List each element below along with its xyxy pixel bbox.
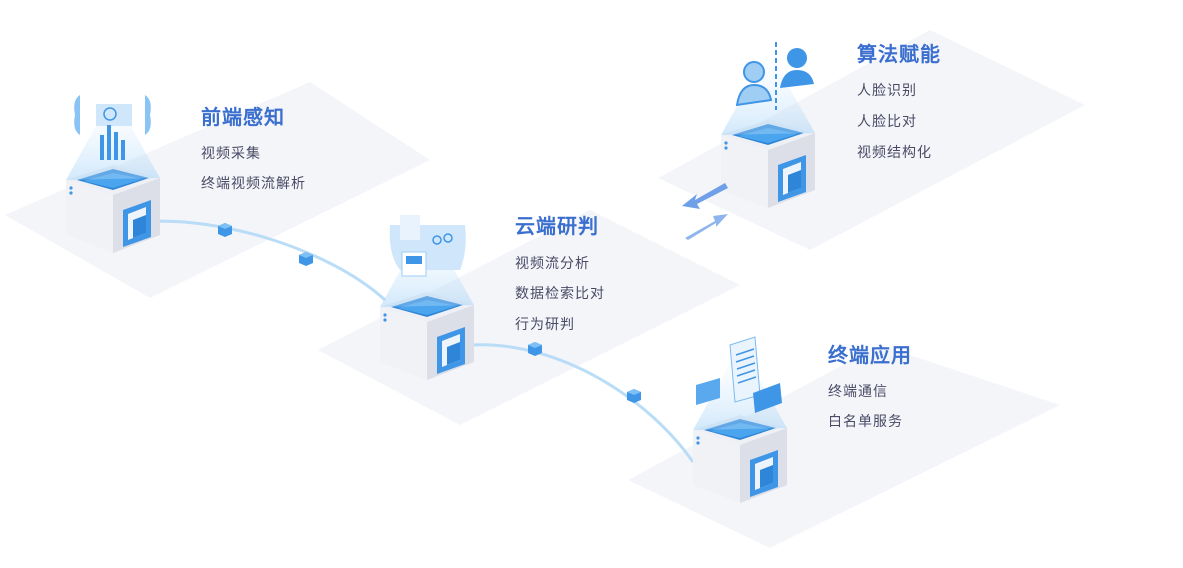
node-title: 算法赋能 xyxy=(857,42,941,66)
connection-lines xyxy=(139,219,695,463)
node-title: 终端应用 xyxy=(828,343,912,367)
document-panel-icon xyxy=(389,215,466,277)
video-chart-icon xyxy=(74,95,151,160)
data-exchange-arrows-icon xyxy=(682,183,728,240)
node-item: 数据检索比对 xyxy=(515,286,605,302)
connector-node xyxy=(299,252,313,266)
node-item: 视频流分析 xyxy=(515,256,590,272)
node-item: 人脸识别 xyxy=(857,83,917,99)
message-document-icon xyxy=(696,336,782,413)
node-title: 前端感知 xyxy=(201,105,285,129)
node-title: 云端研判 xyxy=(515,214,599,238)
node-item: 人脸比对 xyxy=(857,114,917,130)
node-item: 终端通信 xyxy=(828,384,888,400)
face-compare-icon xyxy=(735,42,814,110)
node-item: 视频采集 xyxy=(201,146,261,162)
connector-node xyxy=(627,389,641,403)
node-item: 行为研判 xyxy=(515,317,575,333)
node-item: 视频结构化 xyxy=(857,145,932,161)
node-item: 终端视频流解析 xyxy=(201,176,306,192)
node-item: 白名单服务 xyxy=(828,414,903,430)
connector-node xyxy=(218,223,232,237)
